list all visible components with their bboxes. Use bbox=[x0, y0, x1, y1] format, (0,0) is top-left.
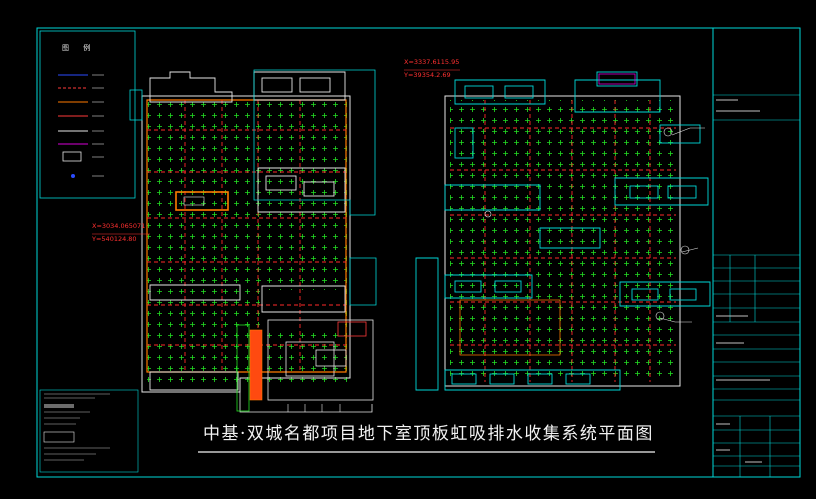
legend-symbol-outlet bbox=[71, 174, 75, 178]
legend-box bbox=[39, 30, 136, 199]
title-block-text-strokes bbox=[716, 99, 770, 463]
legend-lines bbox=[58, 74, 104, 178]
legend-heading: 图 例 bbox=[62, 44, 97, 52]
right-plan bbox=[415, 71, 711, 391]
drawing-title: 中基·双城名都项目地下室顶板虹吸排水收集系统平面图 bbox=[203, 424, 654, 444]
right-coord-y: Y=39354.2.69 bbox=[404, 71, 451, 79]
title-block-border bbox=[712, 27, 801, 478]
legend-swatch-plant bbox=[62, 151, 82, 162]
left-coord-y: Y=540124.80 bbox=[92, 235, 137, 243]
notes-block bbox=[39, 389, 139, 473]
title-block-grid bbox=[713, 94, 800, 477]
right-coord-x: X=3337.6115.95 bbox=[404, 58, 460, 66]
left-plan bbox=[129, 69, 377, 413]
left-coord-x: X=3034.065071 bbox=[92, 222, 146, 230]
